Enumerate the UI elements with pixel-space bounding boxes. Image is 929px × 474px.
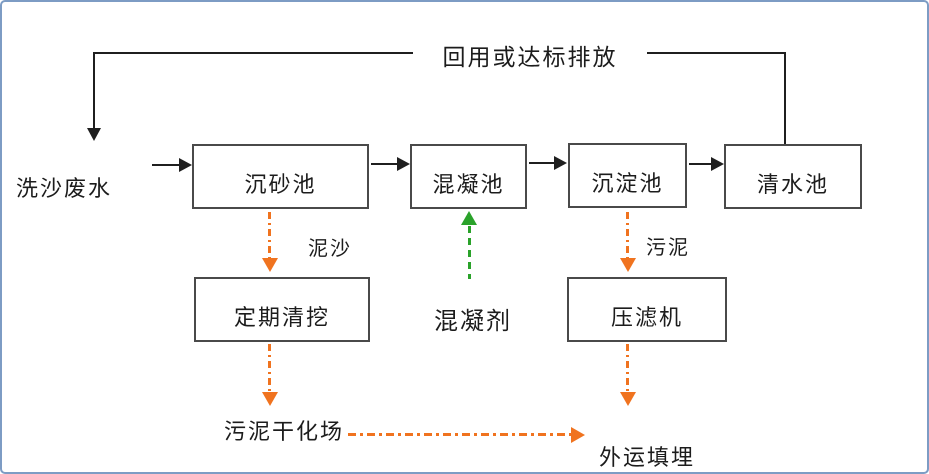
arrow-dredge-to-drying-head-icon xyxy=(262,392,278,406)
arrow-coagulant-to-coagulation-head-icon xyxy=(461,211,477,225)
sludge-label: 污泥 xyxy=(646,235,690,259)
arrow-dredge-to-drying-line xyxy=(268,344,271,394)
recycle-label: 回用或达标排放 xyxy=(442,45,618,71)
coagulant-label: 混凝剂 xyxy=(434,307,512,335)
box-filter-press: 压滤机 xyxy=(567,277,727,342)
arrow-sedimentation-to-press-line xyxy=(626,212,629,260)
box-periodic-dredging: 定期清挖 xyxy=(194,277,370,342)
arrow-influent-to-grit-head-icon xyxy=(179,158,192,172)
recycle-line-down-segment xyxy=(93,52,95,129)
arrow-press-to-landfill-head-icon xyxy=(620,392,636,406)
arrow-drying-to-landfill-line xyxy=(348,433,571,436)
box-sedimentation-tank-label: 沉淀池 xyxy=(591,171,664,197)
recycle-arrowhead-down-icon xyxy=(87,128,101,141)
box-periodic-dredging-label: 定期清挖 xyxy=(233,305,330,331)
recycle-line-right-segment xyxy=(647,52,786,54)
box-filter-press-label: 压滤机 xyxy=(610,305,683,331)
arrow-press-to-landfill-line xyxy=(626,344,629,394)
box-coagulation-tank-label: 混凝池 xyxy=(432,172,505,198)
sediment-label: 泥沙 xyxy=(308,236,352,260)
arrow-coagulation-to-sedimentation-head-icon xyxy=(554,156,567,170)
box-sedimentation-tank: 沉淀池 xyxy=(568,143,687,208)
arrow-coagulation-to-sedimentation-line xyxy=(529,162,556,164)
landfill-label: 外运填埋 xyxy=(599,446,696,471)
recycle-line-left-segment xyxy=(93,52,413,54)
clearwater-to-recycle-line xyxy=(784,52,786,144)
box-grit-chamber: 沉砂池 xyxy=(192,144,369,209)
arrow-grit-to-coagulation-line xyxy=(371,163,399,165)
box-grit-chamber-label: 沉砂池 xyxy=(244,172,317,198)
arrow-sedimentation-to-clearwater-line xyxy=(689,163,713,165)
arrow-sedimentation-to-press-head-icon xyxy=(620,258,636,272)
arrow-drying-to-landfill-head-icon xyxy=(571,427,585,443)
arrow-influent-to-grit-line xyxy=(152,164,181,166)
sludge-drying-field-label: 污泥干化场 xyxy=(224,420,345,445)
arrow-sedimentation-to-clearwater-head-icon xyxy=(711,157,724,171)
box-clearwater-tank-label: 清水池 xyxy=(756,172,829,198)
box-clearwater-tank: 清水池 xyxy=(724,144,862,209)
arrow-grit-to-dredge-line xyxy=(268,212,271,260)
influent-label: 洗沙废水 xyxy=(16,177,113,202)
arrow-grit-to-coagulation-head-icon xyxy=(397,157,410,171)
arrow-coagulant-to-coagulation-line xyxy=(468,226,471,279)
box-coagulation-tank: 混凝池 xyxy=(410,144,527,209)
arrow-grit-to-dredge-head-icon xyxy=(262,258,278,272)
